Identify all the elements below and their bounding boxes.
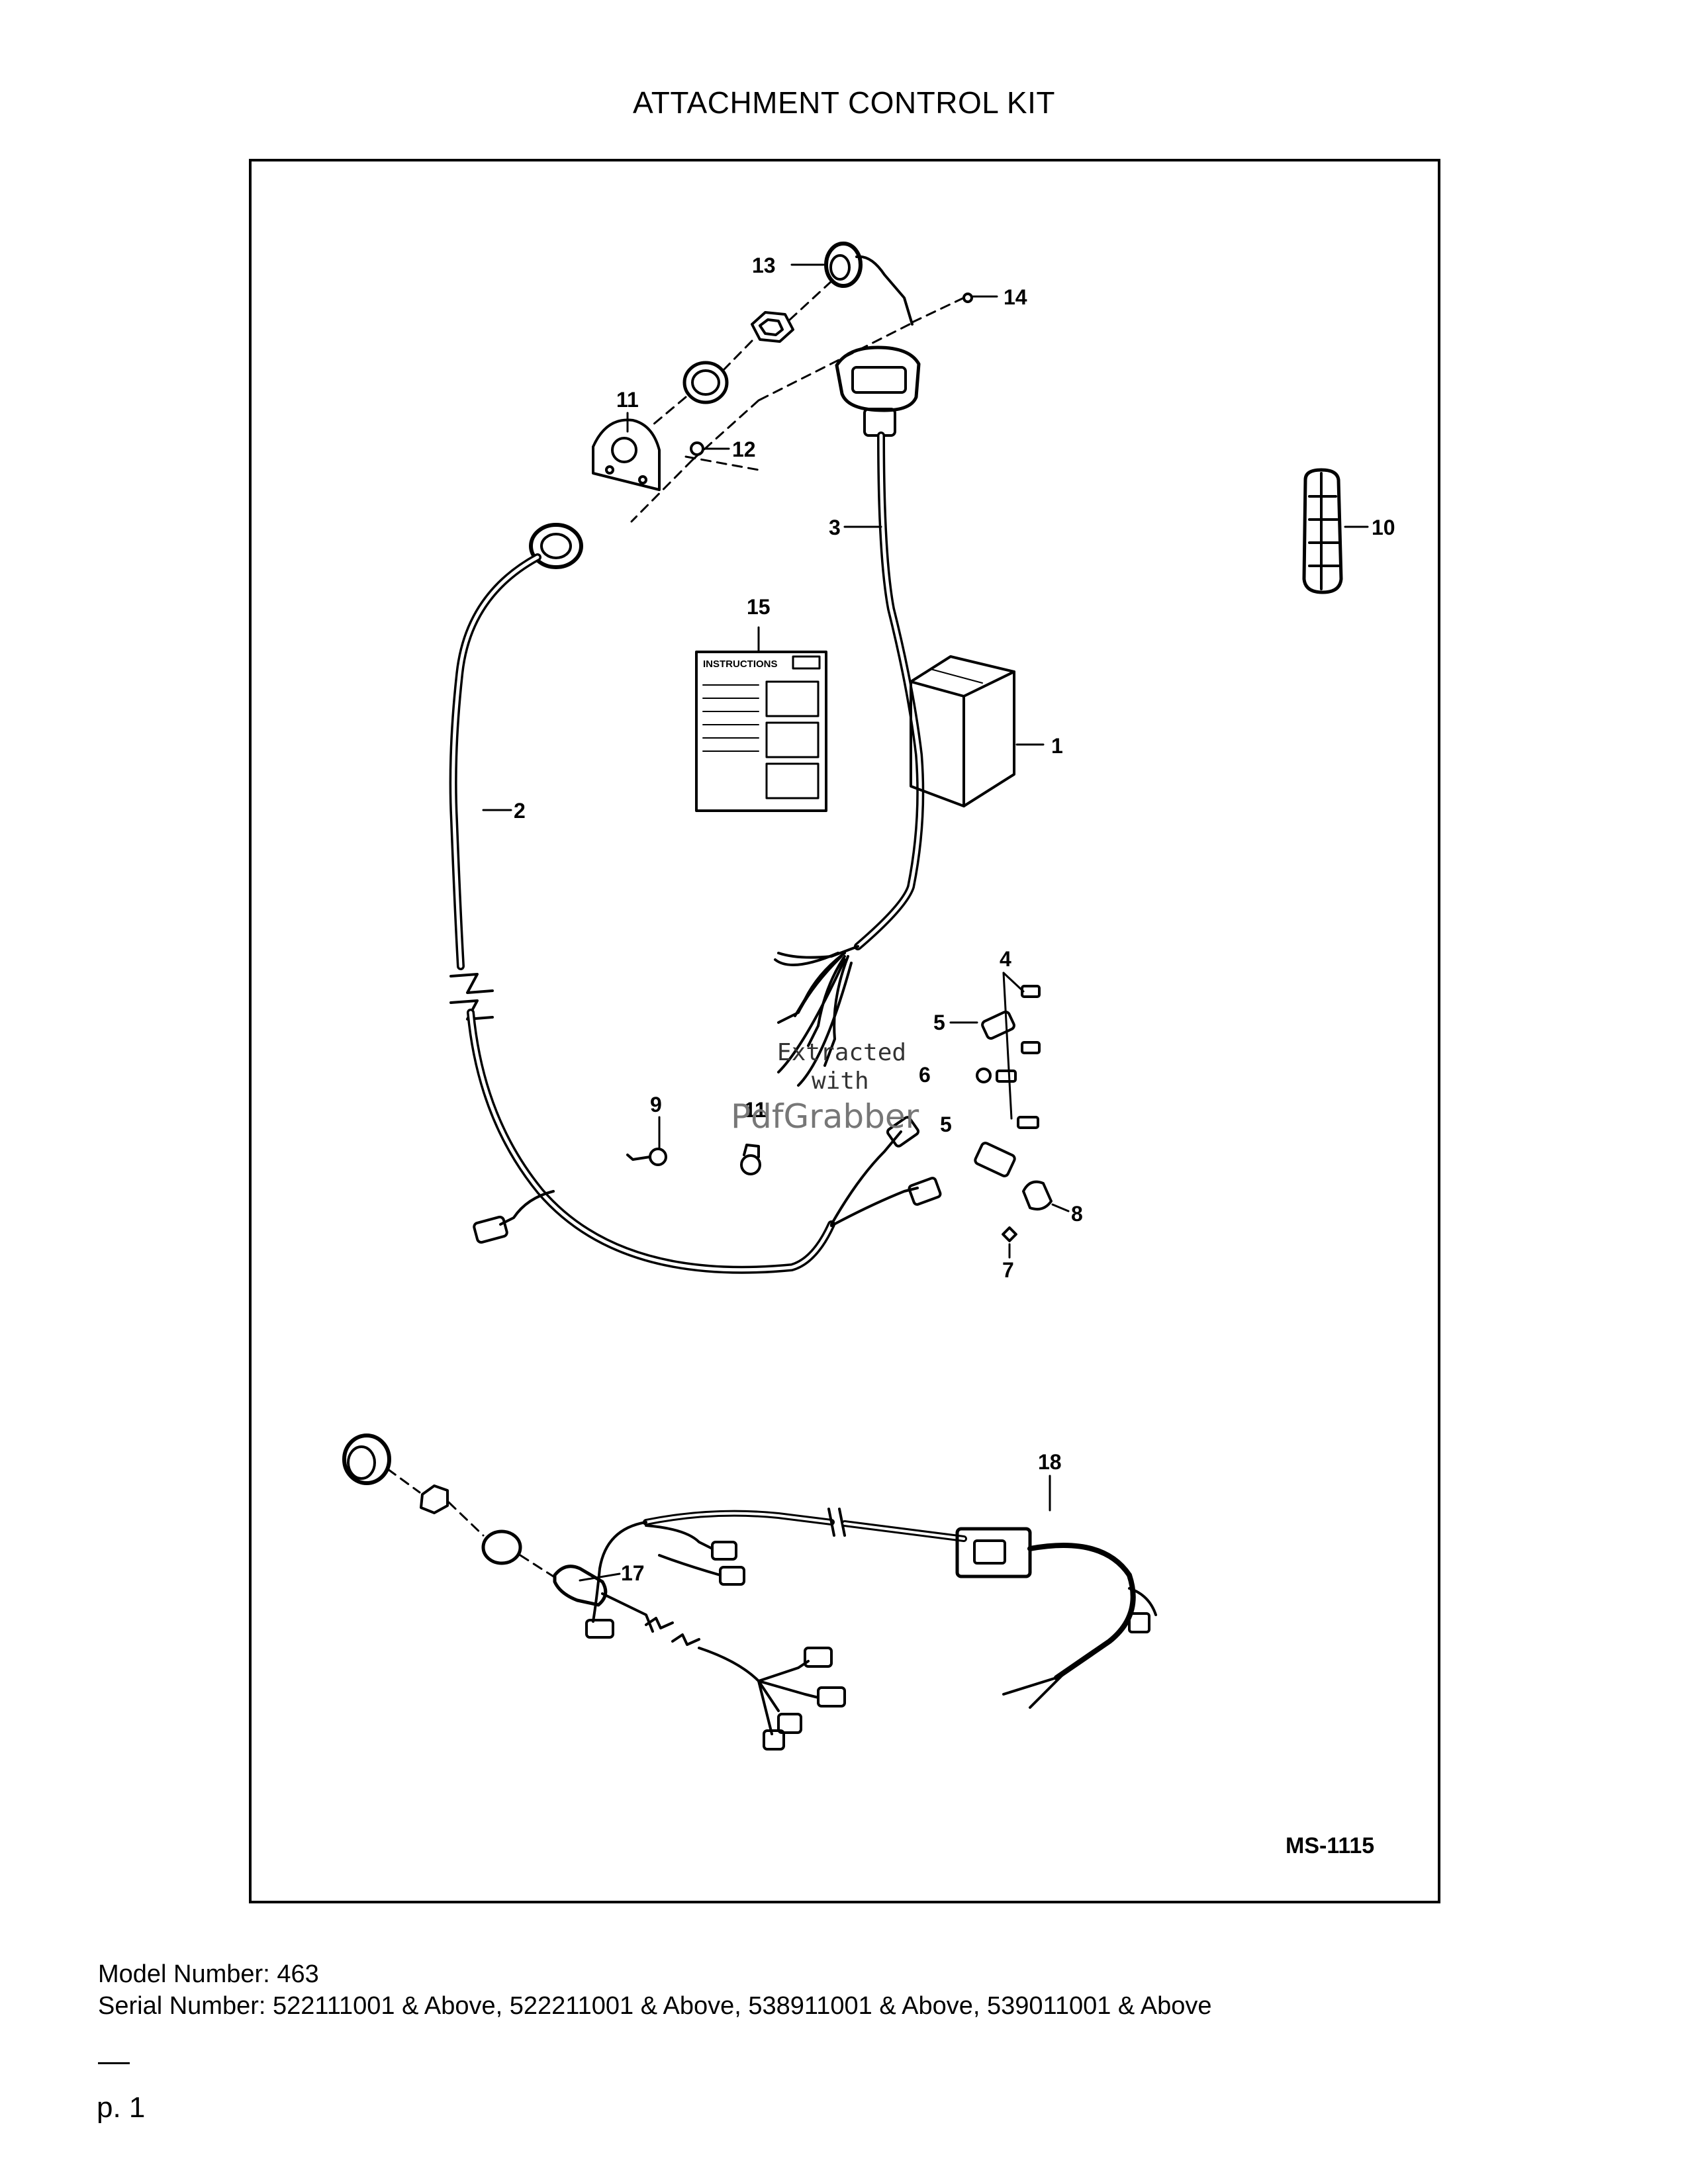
washer	[682, 361, 729, 404]
callout-18: 18	[1038, 1450, 1062, 1474]
watermark-brand: PdfGrabber	[731, 1097, 919, 1136]
callout-12: 11	[616, 388, 639, 412]
part-2-harness	[449, 523, 942, 1274]
callout-8: 8	[1071, 1202, 1083, 1226]
assembly-dash-lines	[630, 280, 965, 523]
model-number: Model Number: 463	[98, 1960, 319, 1988]
page-title: ATTACHMENT CONTROL KIT	[633, 85, 1055, 120]
part-8-boot	[1022, 1180, 1053, 1210]
callout-13: 12	[732, 437, 756, 461]
parts-diagram: 13 14 11 12 3 10 15 1 2 4 5 6 5 9 11 8 7…	[249, 159, 1440, 1903]
part-1-box	[910, 655, 1015, 807]
part-6-terminal	[976, 1068, 1017, 1083]
part-15-screw	[962, 293, 973, 303]
callout-10: 10	[1372, 516, 1395, 539]
part-7-seal	[1002, 1226, 1017, 1242]
callout-7: 7	[1002, 1258, 1014, 1282]
watermark-line2: with	[812, 1068, 869, 1095]
hex-nut	[751, 311, 794, 343]
diagram-frame	[249, 159, 1440, 1903]
part-9-ring-terminal	[626, 1148, 667, 1166]
callout-3: 3	[829, 516, 841, 539]
serial-number: Serial Number: 522111001 & Above, 522211…	[98, 1992, 1212, 2020]
part-5-housing-b	[974, 1142, 1016, 1177]
callout-1: 1	[1051, 734, 1063, 758]
callout-11: 11	[744, 1098, 767, 1122]
callout-5a: 5	[933, 1011, 945, 1034]
callout-5b: 5	[940, 1113, 952, 1136]
instructions-label: INSTRUCTIONS	[703, 659, 778, 670]
part-4-terminals	[1002, 972, 1041, 1129]
part-12-bracket	[592, 418, 661, 491]
watermark-line1: Extracted	[777, 1039, 906, 1066]
part-3-switch-cable	[774, 345, 925, 1087]
callout-leaders	[482, 263, 1369, 1582]
part-17-harness	[342, 1433, 846, 1751]
part-13-nut	[690, 441, 704, 456]
page-number: p. 1	[97, 2091, 146, 2124]
callout-4: 4	[1000, 947, 1011, 971]
part-14-grommet	[824, 242, 914, 326]
callout-14: 13	[752, 253, 776, 277]
part-11-clip	[740, 1144, 761, 1175]
part-5-housing-a	[981, 1010, 1015, 1040]
callout-2: 2	[514, 799, 526, 823]
callout-6: 6	[919, 1063, 931, 1087]
part-16-instructions	[695, 651, 827, 812]
diagram-code: MS-1115	[1286, 1833, 1374, 1858]
callout-9: 9	[650, 1093, 662, 1116]
page-separator	[98, 2062, 130, 2064]
part-17-dash-lines	[387, 1468, 555, 1578]
callout-15: 14	[1004, 285, 1027, 309]
callout-16: 15	[747, 595, 771, 619]
part-18-harness	[585, 1508, 1157, 1709]
part-10-grip	[1302, 468, 1343, 594]
callout-17: 17	[621, 1561, 645, 1585]
